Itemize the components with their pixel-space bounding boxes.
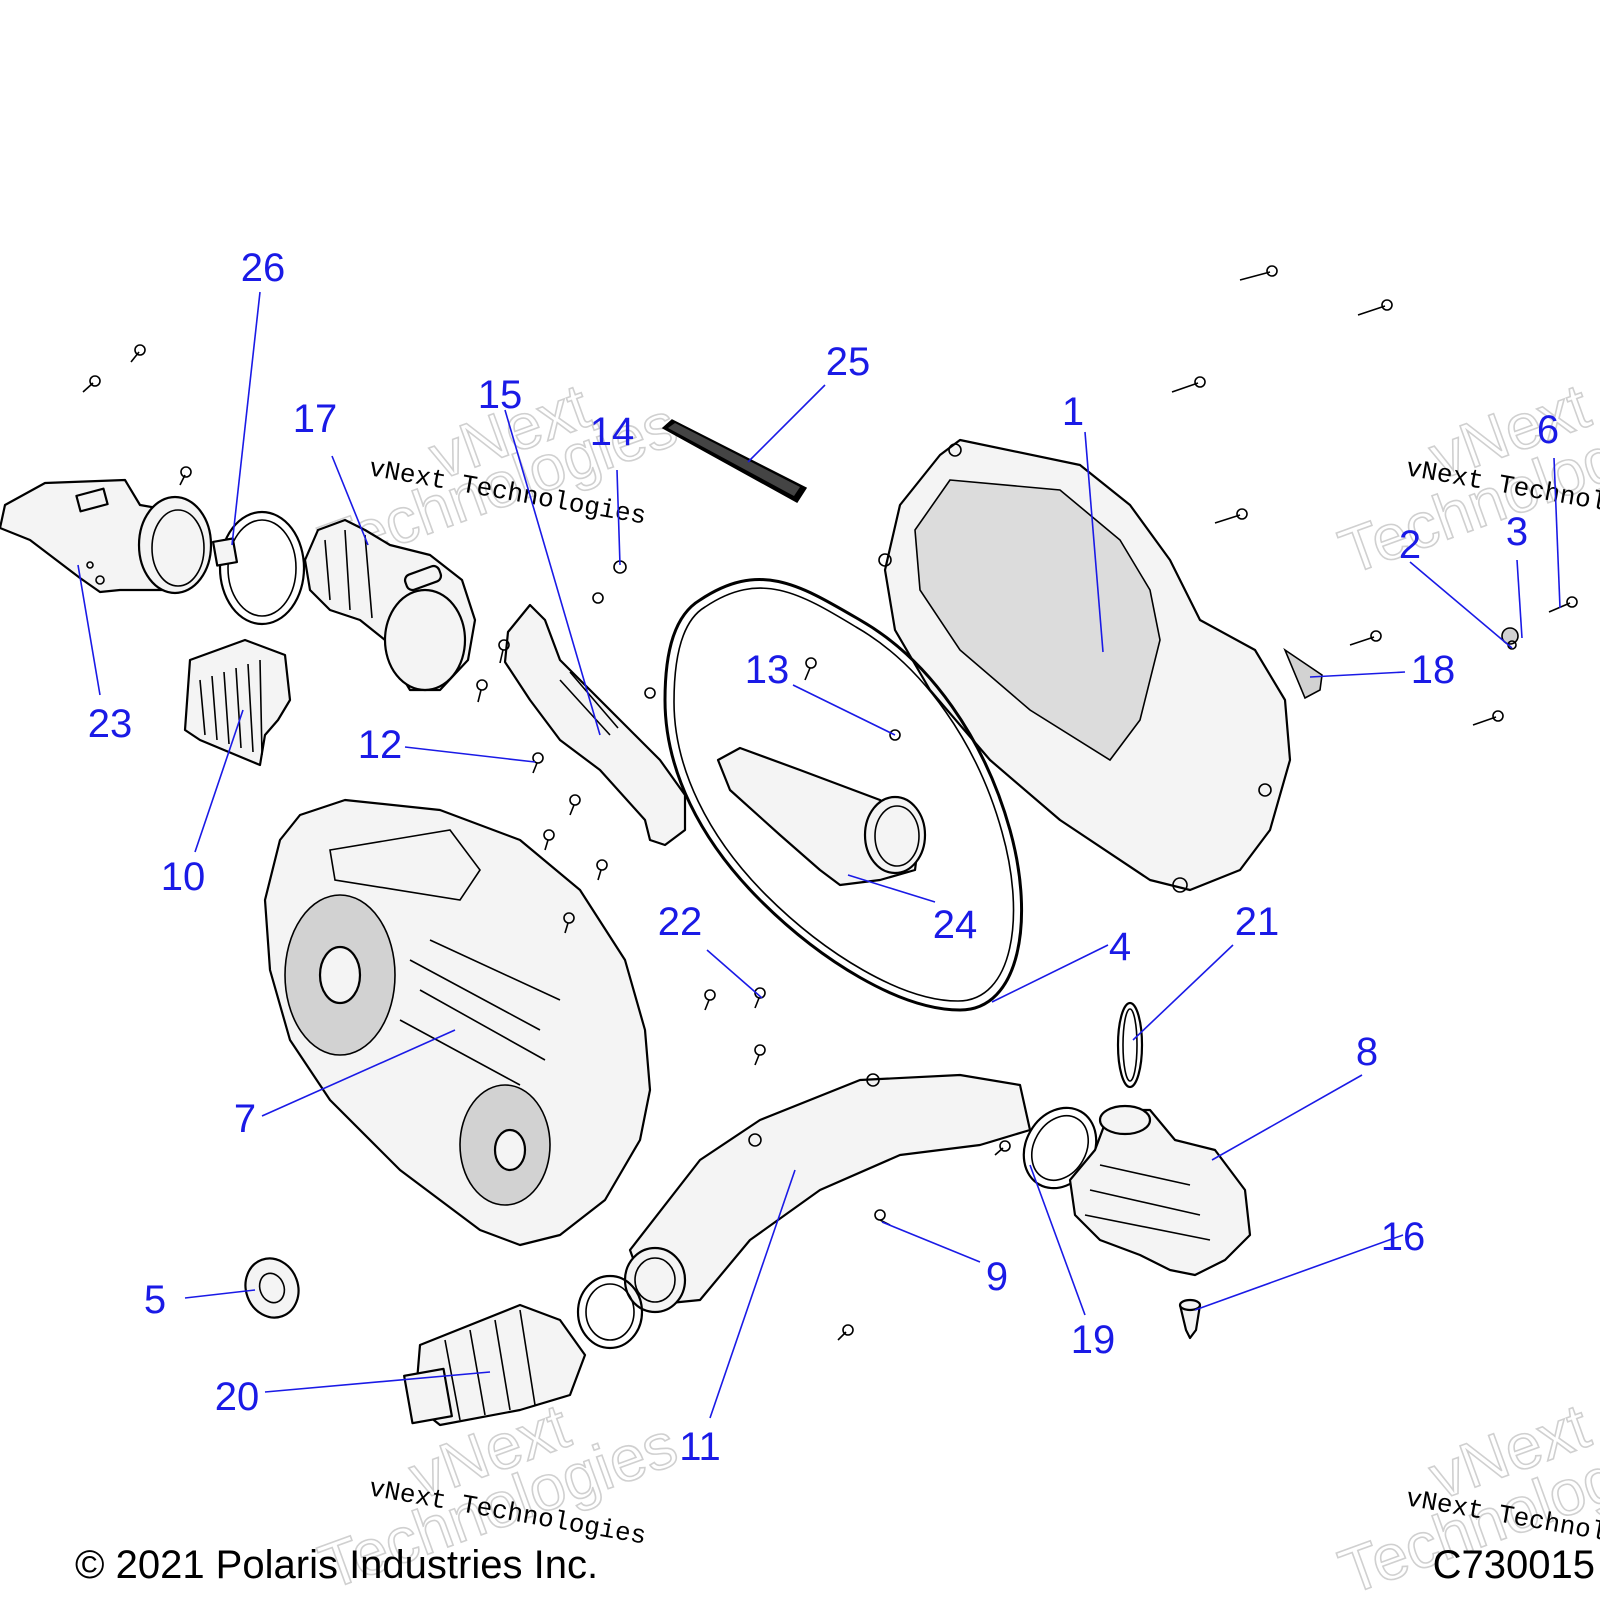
figure-id: C730015 — [1433, 1543, 1595, 1587]
callout-20: 20 — [215, 1375, 260, 1419]
callout-13: 13 — [745, 648, 790, 692]
callout-3: 3 — [1506, 510, 1528, 554]
part-outlet-elbow — [1068, 1104, 1252, 1277]
callout-19: 19 — [1071, 1318, 1116, 1362]
callout-4: 4 — [1109, 925, 1131, 969]
part-gasket-seal — [663, 578, 1024, 1012]
part-long-duct — [623, 1073, 1032, 1314]
fasteners — [82, 265, 1578, 1341]
callout-24: 24 — [933, 903, 978, 947]
callout-15: 15 — [478, 373, 523, 417]
part-washer — [244, 1257, 300, 1319]
part-clamp-ring-21 — [1116, 1001, 1144, 1089]
callout-26: 26 — [241, 246, 286, 290]
callout-16: 16 — [1381, 1215, 1426, 1259]
part-intake-duct — [0, 478, 213, 595]
part-bracket-15 — [503, 603, 687, 847]
part-outer-cover — [878, 438, 1292, 893]
callout-21: 21 — [1235, 900, 1280, 944]
callout-11: 11 — [679, 1425, 721, 1469]
callout-18: 18 — [1411, 648, 1456, 692]
part-inner-cover — [263, 798, 652, 1247]
callout-14: 14 — [590, 410, 635, 454]
callout-1: 1 — [1062, 390, 1084, 434]
watermark-group-top-right: vNext Technologies vNext Technologies — [1329, 369, 1600, 589]
callout-6: 6 — [1537, 408, 1559, 452]
callout-25: 25 — [826, 340, 871, 384]
part-hose-clamp-26 — [211, 510, 306, 626]
callout-labels: 1 2 3 4 5 6 7 8 9 10 11 12 13 14 15 16 1… — [88, 246, 1559, 1469]
callout-9: 9 — [986, 1255, 1008, 1299]
callout-2: 2 — [1399, 523, 1421, 567]
part-bellows-boot — [403, 1303, 587, 1427]
part-hose-clamp-lower — [576, 1274, 644, 1350]
callout-5: 5 — [144, 1278, 166, 1322]
callout-22: 22 — [658, 900, 703, 944]
part-screen-grille — [183, 638, 292, 767]
leader-lines — [77, 291, 1561, 1419]
part-foam-strip — [661, 419, 808, 503]
callout-23: 23 — [88, 702, 133, 746]
part-inlet-duct-24 — [716, 746, 927, 887]
callout-17: 17 — [293, 397, 338, 441]
part-pad-18 — [1283, 647, 1323, 700]
callout-8: 8 — [1356, 1030, 1378, 1074]
callout-12: 12 — [358, 723, 403, 767]
part-drain-valve — [1178, 1298, 1202, 1340]
callout-10: 10 — [161, 855, 206, 899]
part-elbow-boot — [303, 518, 477, 692]
callout-7: 7 — [234, 1097, 256, 1141]
copyright-text: © 2021 Polaris Industries Inc. — [75, 1543, 598, 1587]
